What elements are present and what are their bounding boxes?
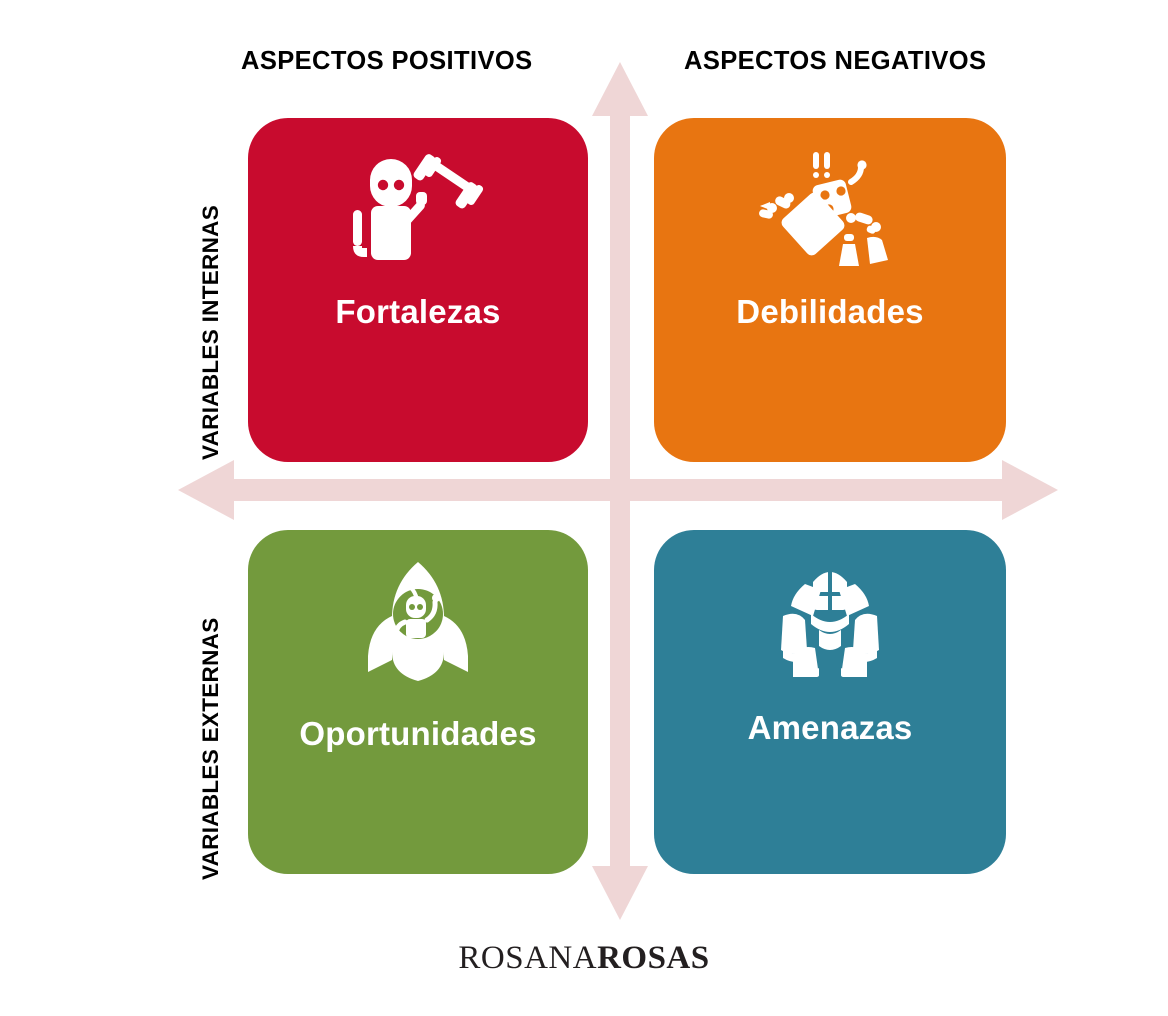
- footer-wordmark: ROSANAROSAS: [0, 940, 1168, 977]
- robot-lifting-barbell-icon: [353, 154, 484, 260]
- rocket-with-robot-icon: [368, 562, 468, 681]
- broken-robot-icon: [759, 152, 888, 266]
- horizontal-axis-arrow: [178, 460, 1058, 520]
- vertical-axis-arrow: [592, 62, 648, 920]
- row-label-externas: VARIABLES EXTERNAS: [198, 617, 223, 880]
- quadrant-label-fortalezas: Fortalezas: [335, 293, 501, 330]
- quadrant-label-oportunidades: Oportunidades: [299, 715, 537, 752]
- row-label-internas: VARIABLES INTERNAS: [198, 205, 223, 460]
- mech-robot-icon: [781, 568, 879, 677]
- column-header-positivos: ASPECTOS POSITIVOS: [241, 47, 533, 75]
- column-header-negativos: ASPECTOS NEGATIVOS: [684, 47, 987, 75]
- quadrant-oportunidades[interactable]: Oportunidades: [248, 530, 588, 874]
- wordmark-bold: ROSAS: [597, 940, 710, 976]
- wordmark-light: ROSANA: [458, 940, 598, 976]
- quadrant-debilidades[interactable]: Debilidades: [654, 118, 1006, 462]
- quadrant-amenazas[interactable]: Amenazas: [654, 530, 1006, 874]
- quadrant-label-amenazas: Amenazas: [747, 709, 913, 746]
- quadrant-fortalezas[interactable]: Fortalezas: [248, 118, 588, 462]
- quadrant-label-debilidades: Debilidades: [736, 293, 924, 330]
